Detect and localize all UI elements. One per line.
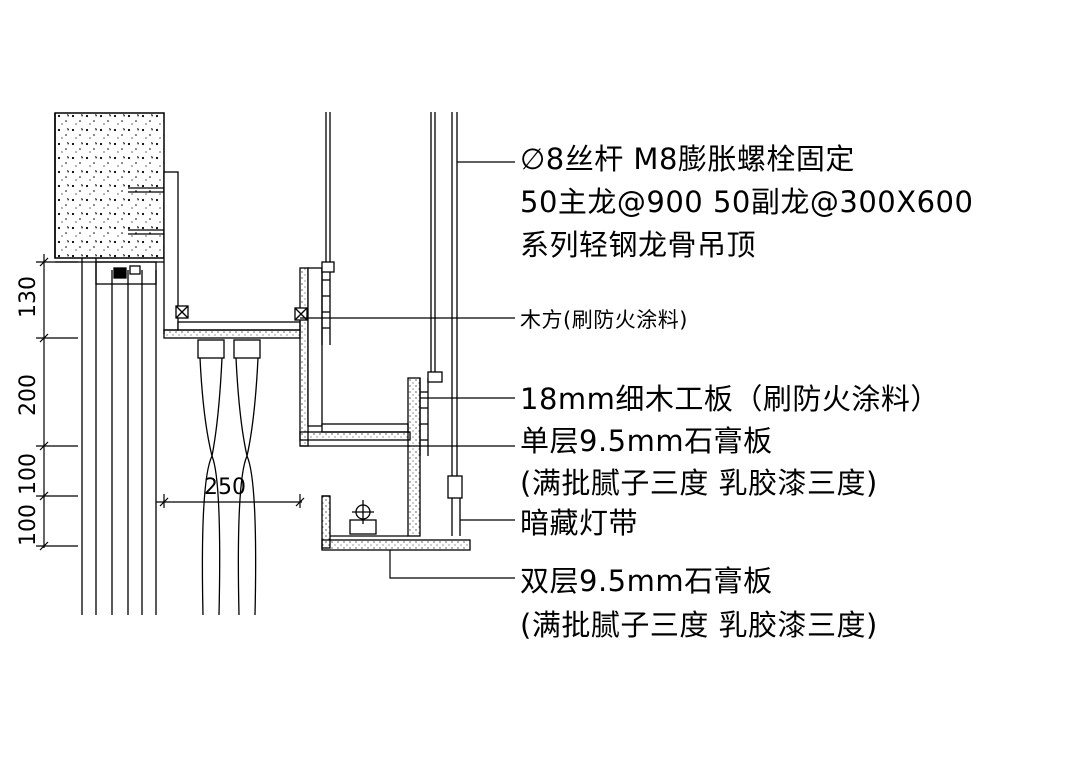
dim-100-b: 100	[16, 504, 41, 546]
vertical-dimension-chain	[36, 254, 78, 551]
label-double-gypsum: 双层9.5mm石膏板	[520, 564, 773, 598]
ceiling-step-3-wall	[407, 377, 429, 537]
label-wood-block: 木方(刷防火涂料)	[520, 308, 688, 332]
light-cove	[321, 495, 471, 551]
leader-lines	[300, 161, 515, 579]
label-plywood: 18mm细木工板（刷防火涂料）	[520, 382, 940, 416]
label-rod-line-1: ∅8丝杆 M8膨胀螺栓固定	[520, 142, 855, 176]
horizontal-dimension	[156, 494, 305, 508]
dim-250: 250	[204, 475, 246, 500]
label-double-finish: (满批腻子三度 乳胶漆三度)	[520, 608, 878, 642]
hanger-rods	[321, 112, 463, 536]
ceiling-step-1	[163, 305, 301, 339]
wall-anchors	[128, 187, 168, 235]
air-ducts	[197, 339, 261, 616]
label-single-gypsum: 单层9.5mm石膏板	[520, 424, 773, 458]
curtain-track-frame	[55, 258, 164, 615]
concrete-wall	[54, 112, 165, 259]
dim-100-a: 100	[16, 453, 41, 495]
label-single-finish: (满批腻子三度 乳胶漆三度)	[520, 466, 878, 500]
ceiling-step-2	[299, 423, 411, 447]
label-rod-line-3: 系列轻钢龙骨吊顶	[520, 228, 757, 262]
dim-200: 200	[16, 374, 41, 416]
dim-130: 130	[16, 276, 41, 318]
ceiling-step-2-wall	[294, 267, 331, 447]
label-hidden-light: 暗藏灯带	[520, 506, 639, 540]
light-fixture	[349, 500, 377, 535]
label-rod-line-2: 50主龙@900 50副龙@300X600	[520, 185, 974, 219]
